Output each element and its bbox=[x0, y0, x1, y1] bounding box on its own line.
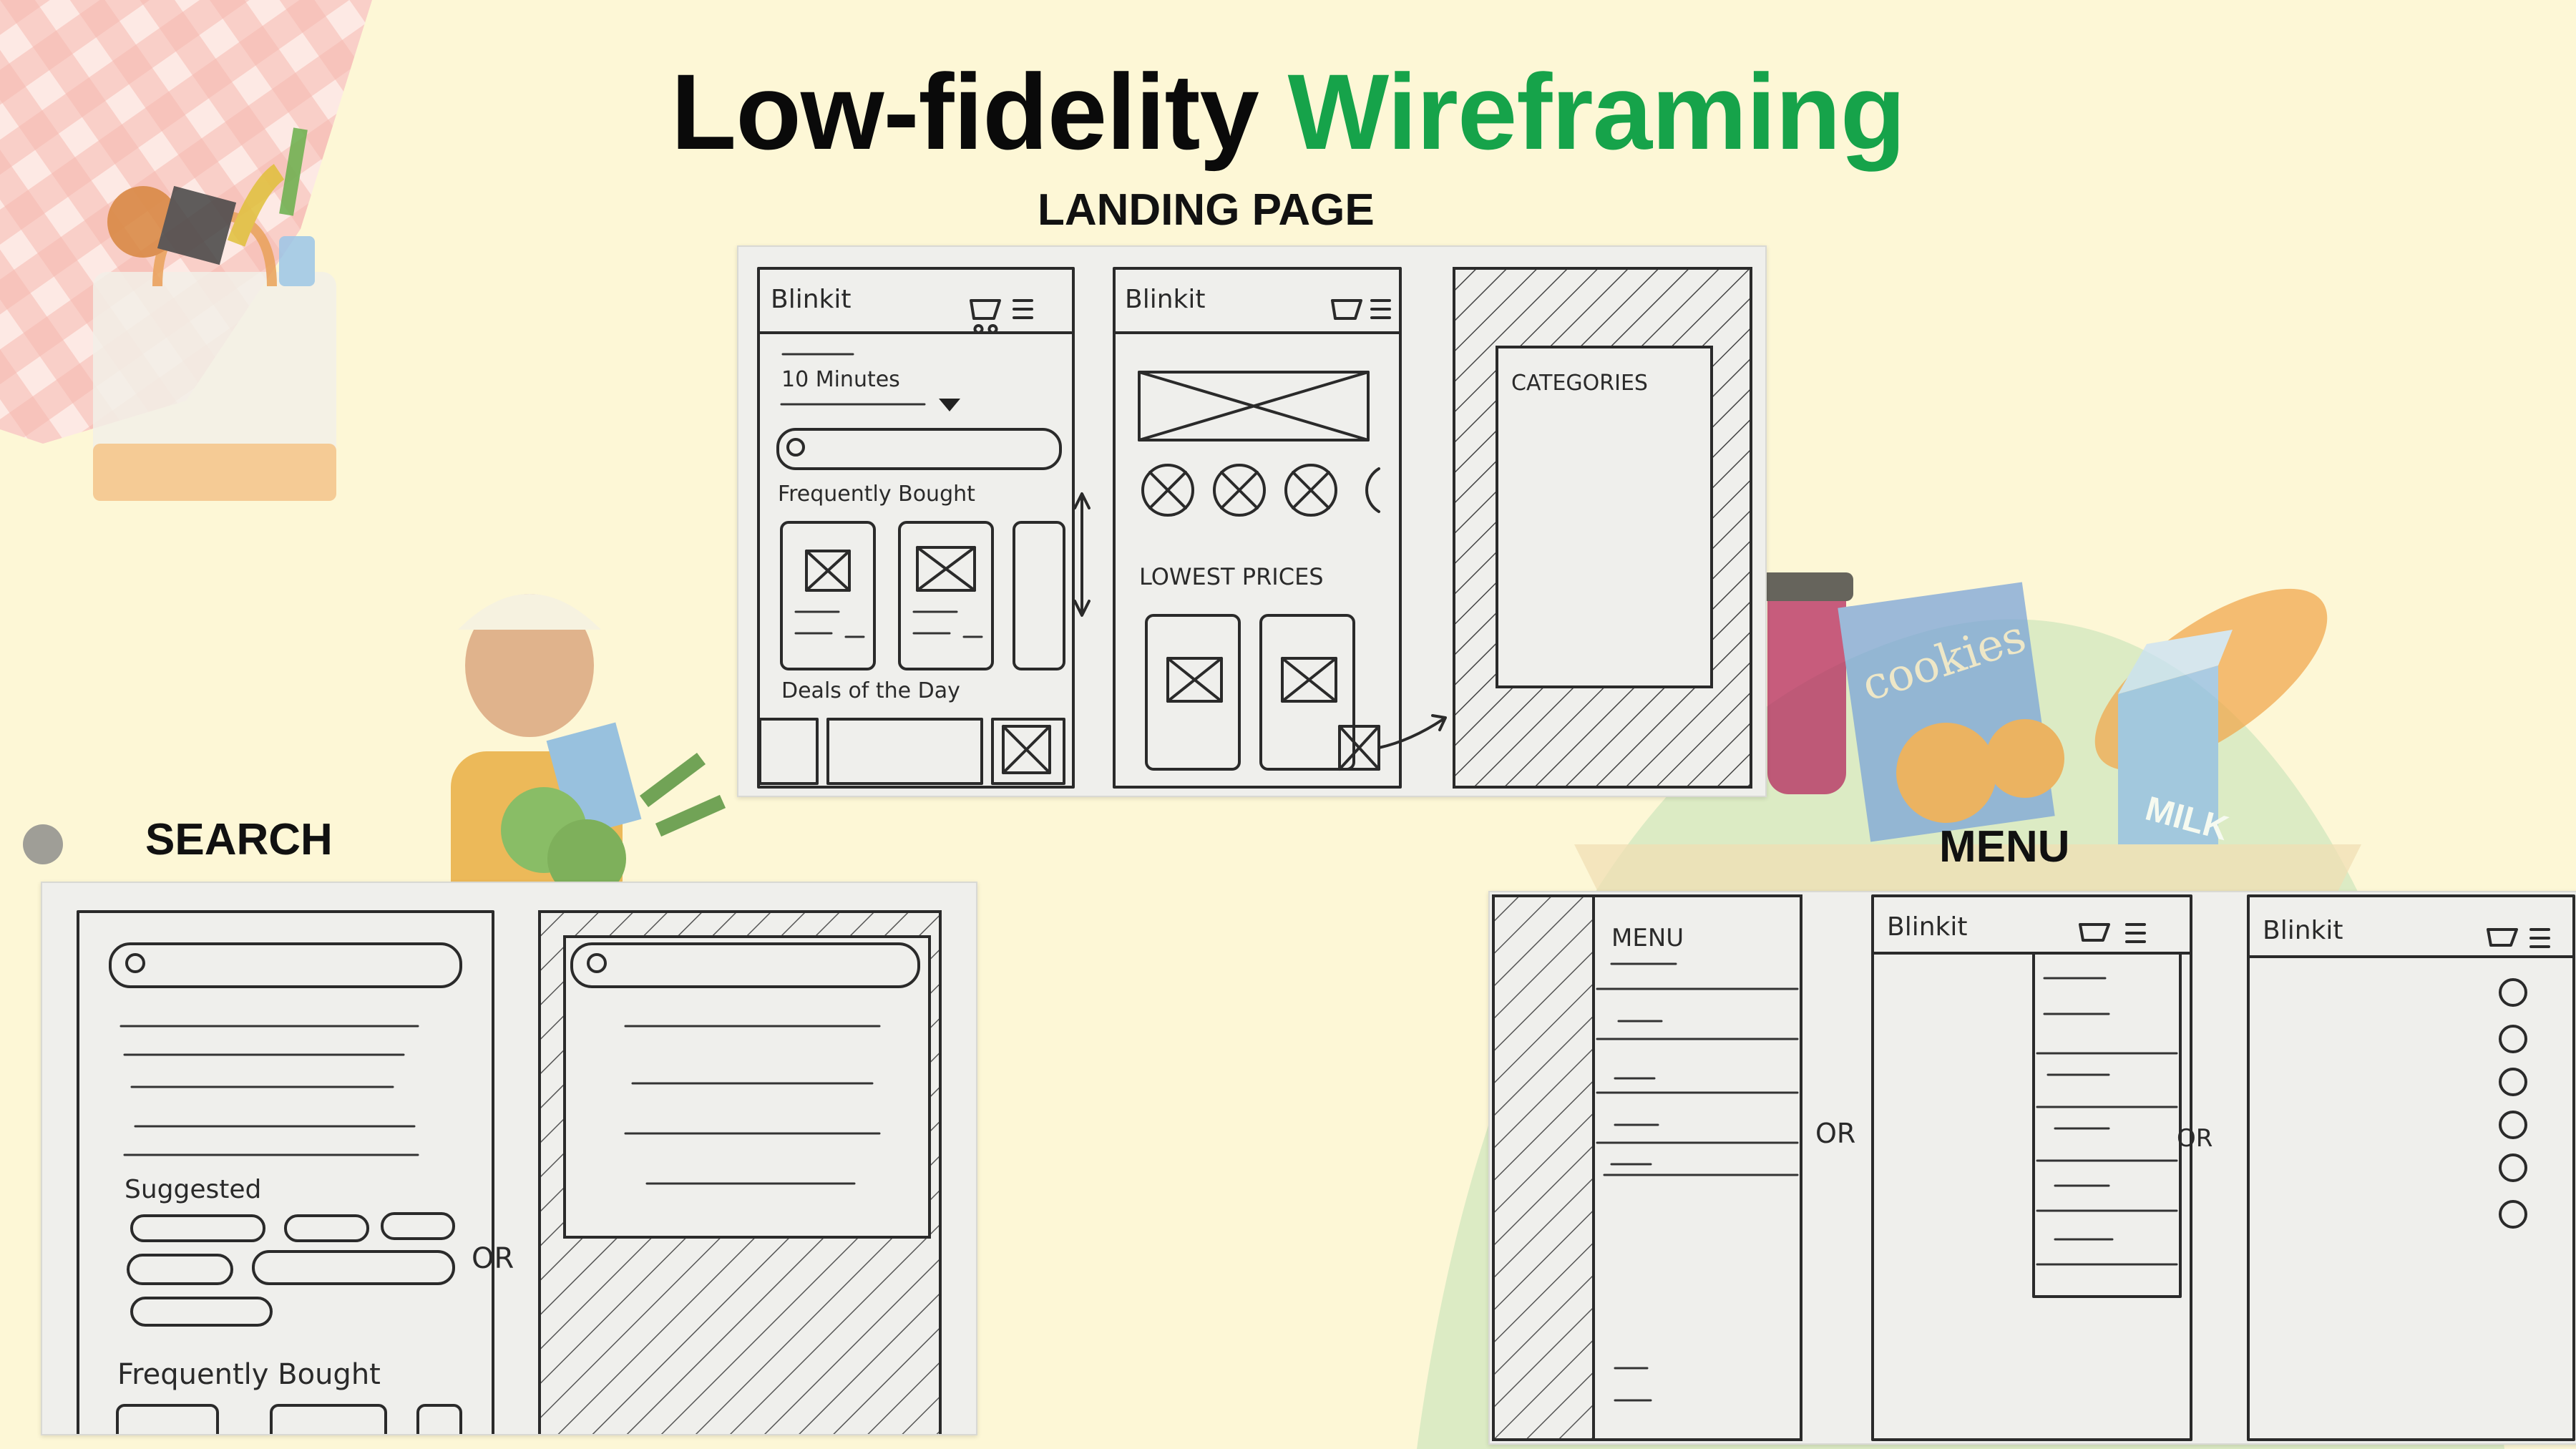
menu-brand-1: Blinkit bbox=[1887, 912, 1967, 942]
icon-rail-circles bbox=[2499, 978, 2527, 1229]
landing-deals-of-the-day: Deals of the Day bbox=[781, 678, 960, 703]
menu-drawer-title: MENU bbox=[1611, 924, 1684, 952]
menu-or-2: OR bbox=[2177, 1124, 2212, 1153]
suggestion-chips bbox=[127, 1212, 455, 1327]
product-card bbox=[898, 521, 994, 670]
search-frequently-bought: Frequently Bought bbox=[117, 1358, 381, 1391]
categories-drawer: CATEGORIES bbox=[1453, 267, 1752, 789]
landing-ten-minutes: 10 Minutes bbox=[781, 367, 900, 392]
page-title: Low-fidelity Wireframing bbox=[0, 50, 2576, 174]
menu-brand-2: Blinkit bbox=[2263, 916, 2343, 945]
search-sketch: Suggested Frequently Bought OR bbox=[41, 882, 977, 1435]
product-card bbox=[780, 521, 876, 670]
search-suggested: Suggested bbox=[125, 1175, 261, 1204]
search-label: SEARCH bbox=[145, 815, 333, 864]
category-circles bbox=[1141, 464, 1380, 517]
menu-or-1: OR bbox=[1815, 1118, 1855, 1149]
menu-label: MENU bbox=[1939, 822, 2070, 872]
grocery-bag bbox=[93, 127, 336, 501]
landing-brand-2: Blinkit bbox=[1125, 285, 1205, 314]
title-part-2: Wireframing bbox=[1287, 52, 1906, 172]
landing-brand-1: Blinkit bbox=[771, 285, 851, 314]
landing-page-sketch: Blinkit 10 Minutes Frequently Bought Dea… bbox=[737, 245, 1767, 797]
search-or: OR bbox=[472, 1242, 514, 1275]
menu-sketch: MENU OR Blinkit OR Blinkit bbox=[1488, 891, 2576, 1445]
landing-frequently-bought: Frequently Bought bbox=[778, 482, 975, 507]
title-part-1: Low-fidelity bbox=[670, 52, 1259, 172]
categories-label: CATEGORIES bbox=[1511, 371, 1648, 396]
groceries-illustration: cookies MILK bbox=[1574, 572, 2361, 916]
landing-lowest-prices: LOWEST PRICES bbox=[1139, 563, 1324, 590]
landing-page-label: LANDING PAGE bbox=[1038, 185, 1375, 235]
